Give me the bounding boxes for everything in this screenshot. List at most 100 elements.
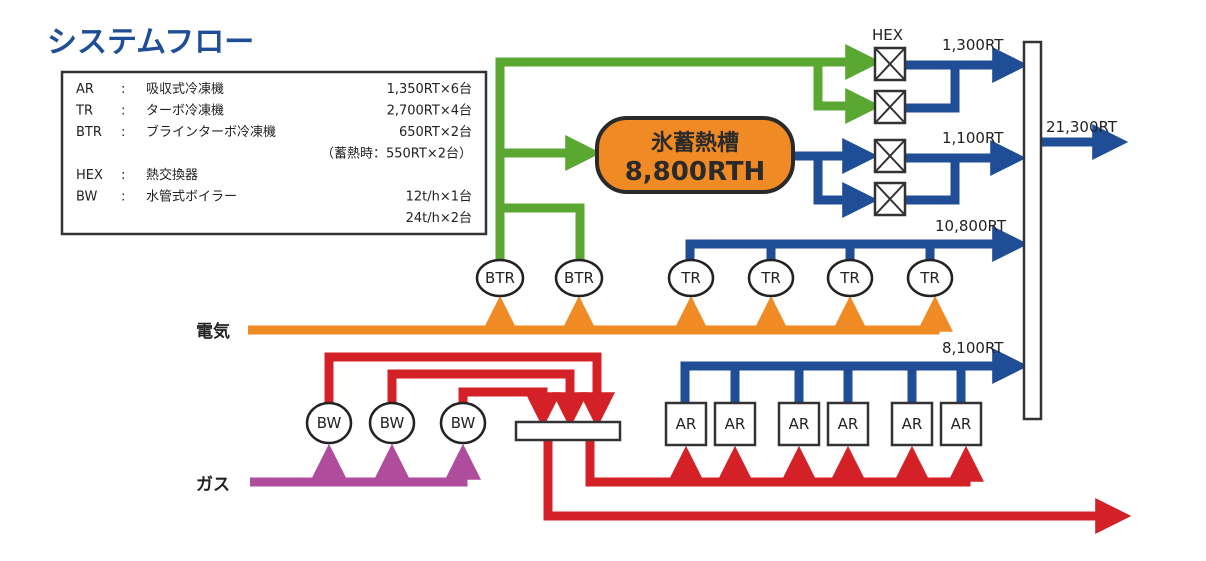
heat-exchangers — [873, 46, 907, 217]
legend-code: BW — [76, 190, 97, 205]
tr-label: TR — [680, 269, 701, 287]
ar-label: AR — [789, 415, 810, 433]
ar-label: AR — [902, 415, 923, 433]
bw-unit: BW — [368, 401, 416, 445]
hex-unit — [873, 138, 907, 174]
legend-name: 熱交換器 — [146, 167, 198, 183]
legend-spec: 1,350RT×6台 — [387, 82, 472, 97]
steam-to-ar — [585, 440, 984, 487]
brine-line-hex-second — [813, 62, 882, 124]
tr-unit: TR — [906, 258, 954, 298]
tr-unit: TR — [667, 258, 715, 298]
electricity-lines — [248, 295, 953, 335]
legend-box — [60, 70, 488, 236]
legend-name: 吸収式冷凍機 — [146, 81, 224, 97]
ar-unit: AR — [664, 401, 708, 447]
legend-separator: : — [121, 82, 125, 97]
legend-spec: 24t/h×2台 — [406, 211, 472, 226]
ar-box — [777, 401, 821, 447]
ar-box — [890, 401, 934, 447]
btr-unit: BTR — [554, 258, 604, 298]
legend-spec: 650RT×2台 — [399, 125, 472, 140]
ar-header — [680, 348, 1029, 402]
chilled-water-lines — [680, 47, 1129, 402]
legend-row: BTR: ブラインターボ冷凍機 650RT×2台 — [76, 124, 472, 140]
legend-name: ブラインターボ冷凍機 — [146, 124, 276, 140]
hex-unit — [873, 46, 907, 82]
bw-units: BW BW BW — [305, 401, 487, 445]
btr-unit: BTR — [475, 258, 525, 298]
tr-unit: TR — [747, 258, 795, 298]
legend-code: HEX — [76, 168, 103, 183]
hex-second-output — [906, 65, 960, 113]
hex-cross-icon — [874, 90, 906, 124]
bw-circle — [368, 401, 416, 445]
source-gas: ガス — [196, 475, 230, 495]
tr-header — [685, 226, 1029, 265]
legend-separator: : — [121, 168, 125, 183]
hex-unit — [873, 89, 907, 125]
steam-bw1 — [324, 352, 615, 429]
legend-name: 水管式ボイラー — [146, 190, 237, 205]
tr-label: TR — [919, 269, 940, 287]
ar-box — [664, 401, 708, 447]
steam-bw2 — [387, 369, 588, 429]
legend-code: TR — [75, 104, 93, 119]
legend-row: 24t/h×2台 — [406, 211, 472, 226]
ar-unit: AR — [939, 401, 983, 447]
tank-name: 氷蓄熱槽 — [651, 130, 739, 156]
output-total: 21,300RT — [1046, 118, 1118, 136]
legend-row: （蓄熱時：550RT×2台） — [321, 147, 472, 162]
collector-header — [1022, 40, 1043, 421]
gas-lines — [250, 443, 481, 487]
ar-unit: AR — [777, 401, 821, 447]
legend-name: ターボ冷凍機 — [146, 103, 224, 119]
tank-capacity: 8,800RTH — [625, 157, 766, 187]
legend-separator: : — [121, 125, 125, 140]
tr-unit: TR — [826, 258, 874, 298]
ar-label: AR — [951, 415, 972, 433]
legend-row: AR: 吸収式冷凍機 1,350RT×6台 — [76, 81, 472, 97]
hex-label: HEX — [872, 26, 903, 44]
tr-circle — [906, 258, 954, 298]
steam-header — [514, 420, 622, 442]
legend-spec: 2,700RT×4台 — [387, 104, 472, 119]
hex-fourth-output — [906, 158, 960, 205]
ar-unit: AR — [890, 401, 934, 447]
brine-line-hex-top — [495, 44, 882, 262]
bw-label: BW — [380, 414, 405, 432]
output-tr: 10,800RT — [935, 217, 1007, 235]
legend-separator: : — [121, 190, 125, 205]
hex-cross-icon — [874, 47, 906, 81]
hex-cross-icon — [874, 139, 906, 173]
tr-units: TR TR TR TR — [667, 258, 954, 298]
output-ar: 8,100RT — [942, 339, 1004, 357]
source-electricity: 電気 — [196, 321, 230, 342]
gas-main — [250, 443, 481, 487]
steam-lines — [324, 352, 1132, 534]
btr-units: BTR BTR — [475, 258, 604, 298]
brine-lines — [495, 44, 882, 262]
bw-circle — [305, 401, 353, 445]
ice-storage-tank: 氷蓄熱槽 8,800RTH — [595, 116, 795, 194]
tr-label: TR — [839, 269, 860, 287]
bw-unit: BW — [305, 401, 353, 445]
brine-line-btr2 — [500, 203, 585, 262]
btr-circle — [475, 258, 525, 298]
tank-to-hex4 — [813, 156, 879, 218]
output-hex-bottom: 1,100RT — [942, 129, 1004, 147]
legend-code: AR — [76, 82, 94, 97]
btr-circle — [554, 258, 604, 298]
legend-spec: （蓄熱時：550RT×2台） — [321, 147, 472, 162]
bw-unit: BW — [439, 401, 487, 445]
steam-export — [543, 440, 1132, 534]
ar-box — [826, 401, 870, 447]
legend: AR: 吸収式冷凍機 1,350RT×6台 TR: ターボ冷凍機 2,700RT×4台 BT… — [60, 70, 488, 236]
btr-label: BTR — [485, 269, 515, 287]
ar-label: AR — [838, 415, 859, 433]
bw-label: BW — [451, 414, 476, 432]
hex-cross-icon — [874, 182, 906, 216]
legend-code: BTR — [76, 125, 102, 140]
